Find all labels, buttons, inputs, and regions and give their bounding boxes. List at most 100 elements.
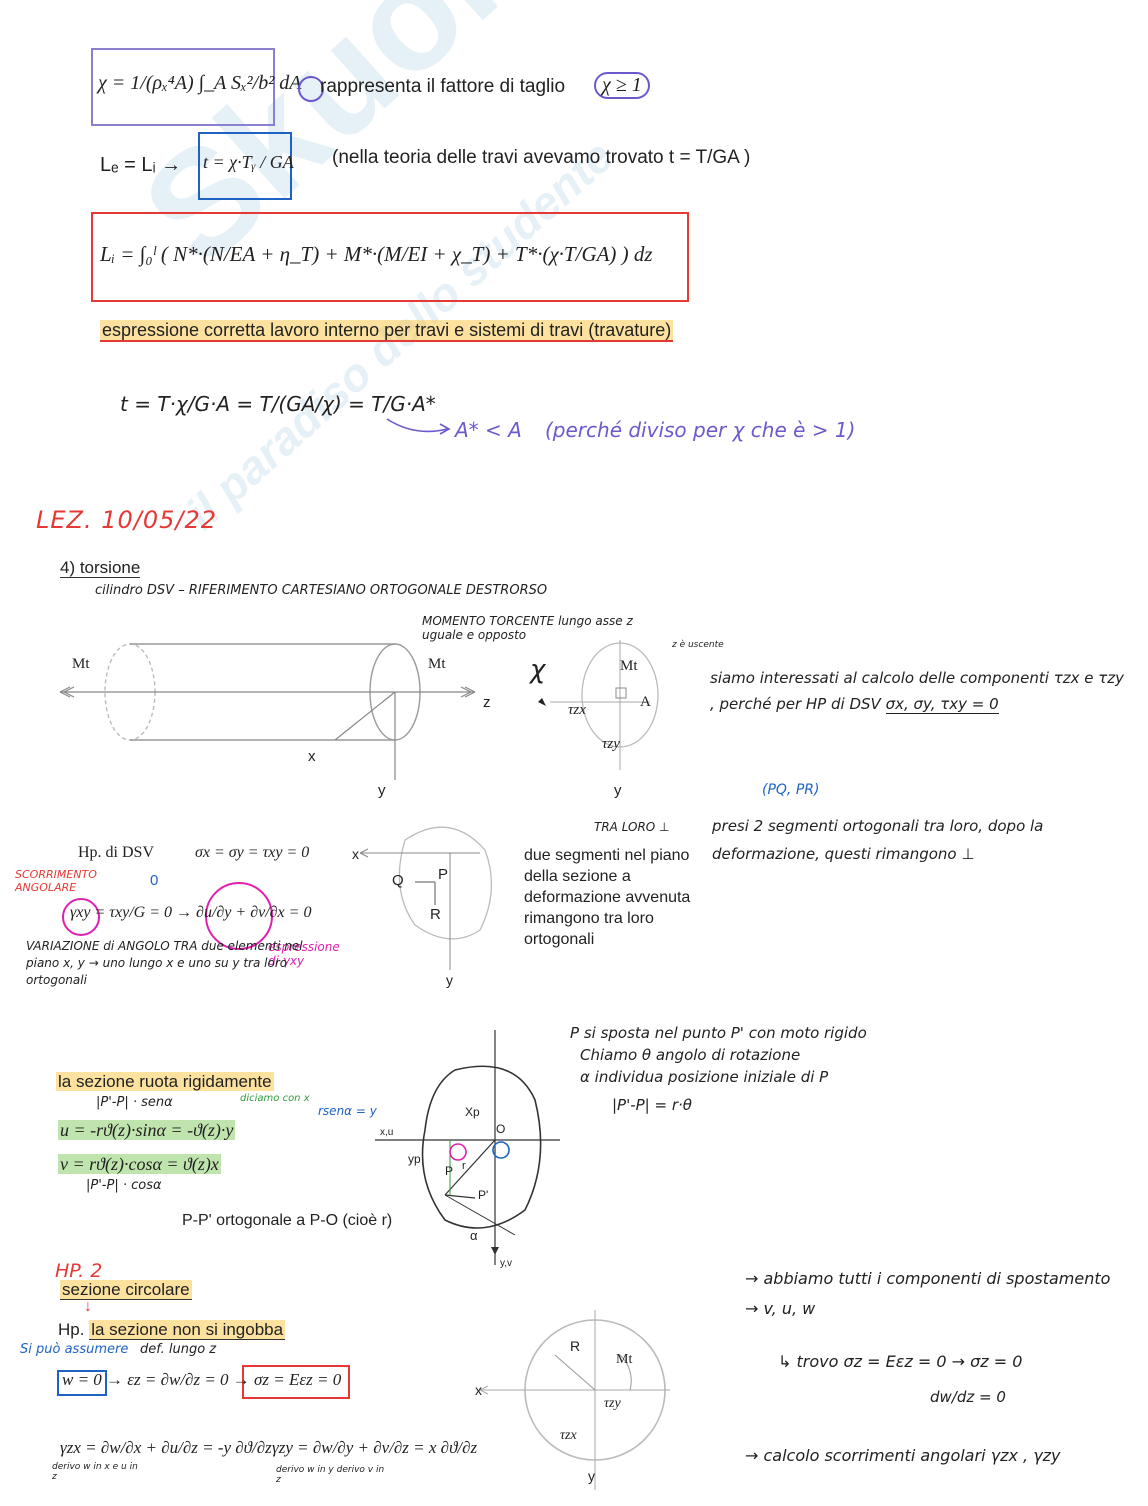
torsion-heading: 4) torsione <box>60 558 141 578</box>
u-equation: u = -rϑ(z)·sinα = -ϑ(z)·y <box>58 1120 236 1141</box>
mt-left-label: Mt <box>72 656 90 672</box>
pp-cos: |P'-P| · cosα <box>86 1178 162 1193</box>
dw-dz-note: dw/dz = 0 <box>930 1388 1006 1406</box>
rotation-figure <box>375 1030 560 1265</box>
circular-section: sezione circolare <box>60 1280 192 1300</box>
hand-t-formula: t = T·χ/G·A = T/(GA/χ) = T/G·A* <box>120 392 436 416</box>
chi-formula: χ = 1/(ρₓ⁴A) ∫_A Sₓ²/b² dA <box>98 72 302 94</box>
def-z-label: def. lungo z <box>140 1342 217 1357</box>
dsv-x-label: x <box>352 846 359 862</box>
circ-r-label: R <box>570 1338 581 1354</box>
interest-note-text: siamo interessati al calcolo delle compo… <box>710 669 1125 713</box>
point-q: Q <box>392 872 404 889</box>
hp-dsv-eq: σx = σy = τxy = 0 <box>195 844 310 861</box>
x-axis-label: x <box>308 748 316 765</box>
gamma-zx-eq: γzx = ∂w/∂x + ∂u/∂z = -y ∂ϑ/∂z <box>60 1438 272 1457</box>
u-equation-text: u = -rϑ(z)·sinα = -ϑ(z)·y <box>58 1120 236 1140</box>
variazione-note: VARIAZIONE di ANGOLO TRA due elementi ne… <box>26 939 303 987</box>
chi-condition: χ ≥ 1 <box>594 72 650 99</box>
ortogonale-text-inner: P-P' ortogonale a P-O (cioè r) <box>182 1212 393 1229</box>
diciamo-note: diciamo con x <box>240 1093 310 1104</box>
hp2-arrow: ↓ <box>84 1298 92 1315</box>
no-ingobba-text: la sezione non si ingobba <box>89 1320 286 1340</box>
torsion-heading-text: 4) torsione <box>60 558 141 578</box>
section-mt-label: Mt <box>620 658 638 674</box>
cylinder-figure <box>59 643 476 780</box>
calcolo-note: → calcolo scorrimenti angolari γzx , γzy <box>745 1446 1061 1465</box>
astar-note: (perché diviso per χ che è > 1) <box>545 418 856 442</box>
fig-yp: yp <box>408 1152 421 1166</box>
rotation-note-1: P si sposta nel punto P' con moto rigido <box>570 1024 867 1042</box>
no-ingobba: Hp. la sezione non si ingobba <box>58 1320 286 1340</box>
correct-expression: espressione corretta lavoro interno per … <box>100 320 674 342</box>
pp-sin: |P'-P| · senα <box>96 1095 173 1110</box>
gamma-zy-eq: γzy = ∂w/∂y + ∂v/∂z = x ∂ϑ/∂z <box>272 1438 478 1457</box>
fig-r: r <box>462 1160 466 1172</box>
fig-xu: x,u <box>380 1127 394 1138</box>
gamma-equation: γxy = τxy/G = 0 → ∂u/∂y + ∂v/∂x = 0 <box>70 904 312 921</box>
lecture-title: LEZ. 10/05/22 <box>36 506 218 534</box>
deriv1-note: derivo w in x e u in z <box>52 1462 138 1482</box>
rotation-note-4: |P'-P| = r·θ <box>612 1096 692 1114</box>
interest-note-underlined: σx, σy, τxy = 0 <box>885 695 999 714</box>
circle-section-figure <box>479 1310 670 1490</box>
fig-xp: Xp <box>465 1105 480 1119</box>
tau-zx-label: τzx <box>568 702 586 718</box>
espressione-label: espressione di γxy <box>268 940 340 968</box>
torsion-subtitle: cilindro DSV – RIFERIMENTO CARTESIANO OR… <box>95 583 548 598</box>
zero-mark: 0 <box>150 872 159 889</box>
section-a-label: A <box>640 694 651 710</box>
chi-symbol-circle <box>298 76 324 102</box>
point-r: R <box>430 906 441 923</box>
tra-loro-label: TRA LORO ⊥ <box>594 820 670 834</box>
le-equals-li: Lₑ = Lᵢ → <box>100 154 182 176</box>
w-zero-box <box>57 1370 107 1396</box>
point-p: P <box>438 866 449 883</box>
rsen-note: rsenα = y <box>318 1104 377 1118</box>
rotation-note-2: Chiamo θ angolo di rotazione <box>580 1046 801 1064</box>
y-axis-label: y <box>378 782 386 799</box>
pq-pr-label: (PQ, PR) <box>762 782 820 798</box>
hp-dsv: Hp. di DSV <box>78 844 154 862</box>
sigma-z-box <box>242 1365 350 1399</box>
gamma-circle <box>62 898 100 936</box>
interest-note: siamo interessati al calcolo delle compo… <box>710 665 1130 717</box>
t-formula-box <box>198 132 292 200</box>
fig-pp: P' <box>478 1188 489 1202</box>
circ-tzy-label: τzy <box>604 1396 621 1411</box>
section-y-label: y <box>614 782 622 799</box>
no-ingobba-prefix: Hp. <box>58 1320 85 1339</box>
z-uscente-note: z è uscente <box>672 640 724 650</box>
segments-text: due segmenti nel piano della sezione a d… <box>524 847 691 948</box>
hp-dsv-label: Hp. di DSV <box>78 844 155 861</box>
fig-yv: y,v <box>500 1258 513 1269</box>
circ-mt-label: Mt <box>616 1352 633 1367</box>
beam-theory-note: (nella teoria delle travi avevamo trovat… <box>332 147 751 168</box>
moment-note: MOMENTO TORCENTE lungo asse z uguale e o… <box>422 614 633 642</box>
z-axis-label: z <box>483 694 491 711</box>
deriv2-note: derivo w in y derivo v in z <box>276 1465 385 1485</box>
ortogonale-text: P-P' ortogonale a P-O (cioè r) <box>182 1212 392 1230</box>
w-equation: w = 0 → εz = ∂w/∂z = 0 → σz = Eεz = 0 <box>62 1370 342 1389</box>
derivative-circle <box>205 882 273 950</box>
abbiamo-note: → abbiamo tutti i componenti di spostame… <box>745 1269 1111 1318</box>
astar-less-a: A* < A <box>455 418 522 442</box>
chi-handwritten: χ <box>530 655 546 685</box>
mt-right-label: Mt <box>428 656 446 672</box>
si-puo-label: Si può assumere <box>20 1342 129 1357</box>
section-figure <box>538 640 659 770</box>
segments-figure <box>359 826 493 970</box>
li-formula-box <box>91 212 689 302</box>
v-equation: v = rϑ(z)·cosα = ϑ(z)x <box>58 1154 221 1175</box>
circ-tzx-label: τzx <box>560 1428 577 1443</box>
v-equation-text: v = rϑ(z)·cosα = ϑ(z)x <box>58 1154 221 1174</box>
tau-zy-label: τzy <box>602 736 620 752</box>
rotation-note-3: α individua posizione iniziale di P <box>580 1068 829 1086</box>
li-formula: Lᵢ = ∫₀ˡ ( N*·(N/EA + η_T) + M*·(M/EI + … <box>100 242 653 266</box>
circ-x-label: x <box>475 1382 482 1398</box>
rotation-title: la sezione ruota rigidamente <box>56 1072 274 1092</box>
fig-p: P <box>445 1164 454 1178</box>
correct-expression-text: espressione corretta lavoro interno per … <box>100 320 674 342</box>
arrow-astar <box>386 418 451 435</box>
fig-alpha: α <box>470 1228 478 1243</box>
